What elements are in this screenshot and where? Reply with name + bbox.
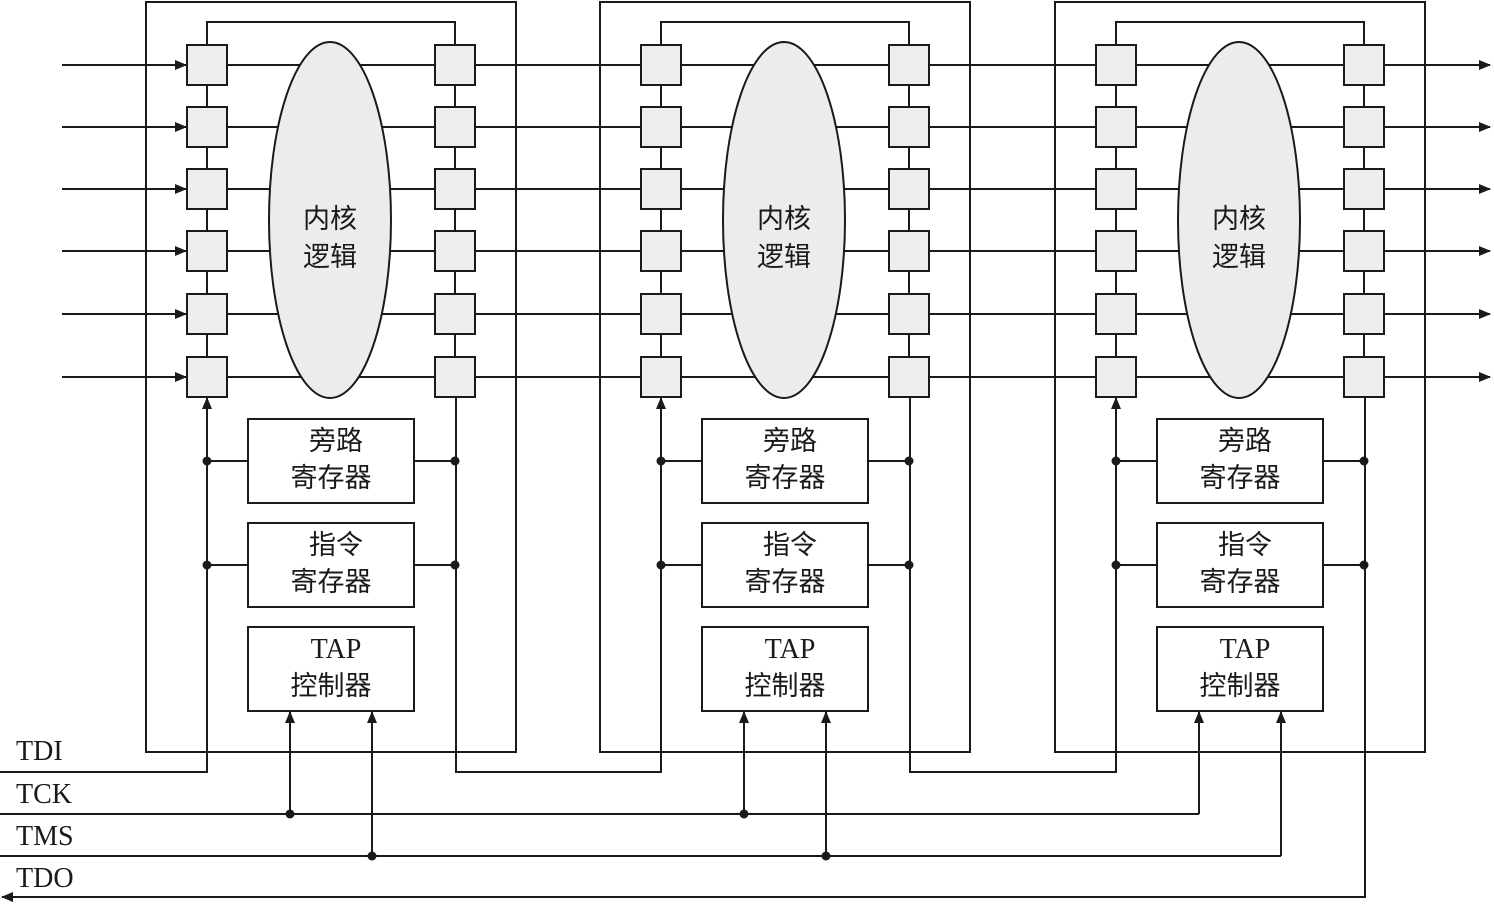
tap-controller-box [1156,626,1324,712]
tap-controller-label-line1: TAP [1220,634,1271,665]
instruction-register-box [701,522,869,608]
jtag-bus: TDI TCK TMS TDO [0,397,1366,902]
tap-controller: TAP 控制器 [701,626,869,712]
scan-chain-wire-2-3 [909,397,1121,773]
instruction-register-label-line1: 指令 [1218,530,1272,561]
tap-controller-label-line1: TAP [311,634,362,665]
boundary-scan-cell [888,293,930,335]
core-logic-label: 逻辑 [303,242,357,273]
boundary-scan-cell [1343,293,1385,335]
boundary-scan-cell [434,168,476,210]
tdo-label: TDO [16,863,74,894]
boundary-scan-cell [640,168,682,210]
boundary-scan-cell [1095,168,1137,210]
boundary-scan-cell [1343,230,1385,272]
boundary-scan-cell [434,356,476,398]
tdi-wire [0,397,212,773]
boundary-scan-cell [888,106,930,148]
boundary-scan-cell [640,356,682,398]
core-logic-ellipse [722,41,846,399]
junction-dot [367,851,377,861]
tms-label: TMS [16,821,74,852]
boundary-scan-cell [1095,293,1137,335]
boundary-scan-cell [888,230,930,272]
instruction-register-label-line1: 指令 [309,530,363,561]
tdi-label: TDI [16,736,63,767]
junction-dot [739,809,749,819]
core-logic-ellipse [1177,41,1301,399]
core-logic-ellipse [268,41,392,399]
boundary-scan-cell [1343,106,1385,148]
boundary-scan-cell [640,106,682,148]
boundary-scan-cell [888,356,930,398]
core-logic-label: 内核 [1212,204,1266,235]
tdo-wire [1,398,1366,902]
boundary-scan-cell [186,106,228,148]
boundary-scan-cell [434,230,476,272]
boundary-scan-cell [888,44,930,86]
boundary-scan-cell [1095,230,1137,272]
core-logic-label: 内核 [757,204,811,235]
boundary-scan-cell [1095,356,1137,398]
core-logic-label: 内核 [303,204,357,235]
boundary-scan-cell [640,293,682,335]
tap-controller: TAP 控制器 [247,626,415,712]
junction-dot [285,809,295,819]
tap-controller-label-line1: TAP [765,634,816,665]
boundary-scan-cell [186,356,228,398]
instruction-register-label-line2: 寄存器 [291,567,372,598]
bypass-register-label-line2: 寄存器 [745,463,826,494]
boundary-scan-cell [640,44,682,86]
bypass-register-label-line1: 旁路 [763,426,817,457]
core-logic-label: 逻辑 [1212,242,1266,273]
boundary-scan-cell [434,44,476,86]
boundary-scan-cell [1095,44,1137,86]
tap-controller: TAP 控制器 [1156,626,1324,712]
instruction-register-label-line2: 寄存器 [1200,567,1281,598]
junction-dot [821,851,831,861]
tap-controller-label-line2: 控制器 [1200,671,1281,702]
scan-chain-top-link [1115,21,1365,45]
boundary-scan-cell [1343,168,1385,210]
boundary-scan-cell [640,230,682,272]
instruction-register-label-line1: 指令 [763,530,817,561]
scan-chain-top-link [660,21,910,45]
tap-controller-label-line2: 控制器 [291,671,372,702]
boundary-scan-cell [186,44,228,86]
instruction-register-label-line2: 寄存器 [745,567,826,598]
bypass-register-label-line1: 旁路 [309,426,363,457]
boundary-scan-cell [1343,356,1385,398]
instruction-register-box [247,522,415,608]
tap-controller-box [247,626,415,712]
boundary-scan-cell [186,168,228,210]
boundary-scan-cell [186,230,228,272]
bypass-register-label-line1: 旁路 [1218,426,1272,457]
boundary-scan-cell [434,293,476,335]
tap-controller-label-line2: 控制器 [745,671,826,702]
tck-label: TCK [16,779,72,810]
boundary-scan-cell [888,168,930,210]
boundary-scan-cell [1095,106,1137,148]
boundary-scan-cell [434,106,476,148]
boundary-scan-cell [1343,44,1385,86]
bypass-register-label-line2: 寄存器 [1200,463,1281,494]
core-logic-label: 逻辑 [757,242,811,273]
tap-controller-box [701,626,869,712]
scan-chain-wire-1-2 [455,397,666,773]
boundary-scan-cell [186,293,228,335]
bypass-register-label-line2: 寄存器 [291,463,372,494]
scan-chain-top-link [206,21,456,45]
